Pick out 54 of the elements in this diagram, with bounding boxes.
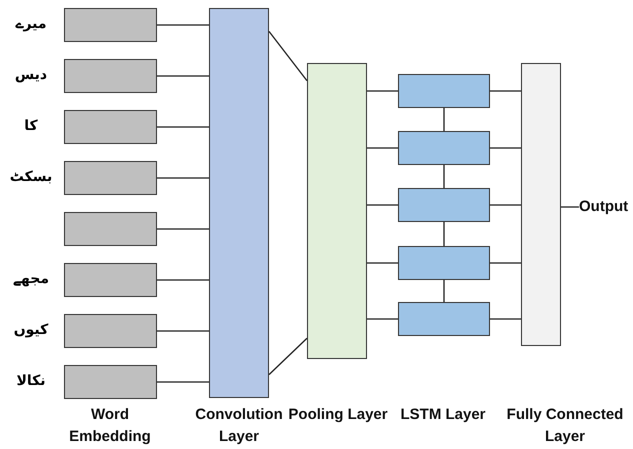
- word-label: کا: [23, 117, 39, 136]
- connector-line: [490, 262, 521, 264]
- connector-line: [157, 24, 209, 26]
- pooling-bar: [307, 63, 367, 359]
- layer-label: Pooling Layer: [288, 405, 388, 425]
- embedding-box: [64, 263, 157, 297]
- embedding-box: [64, 59, 157, 93]
- connector-line: [157, 279, 209, 281]
- connector-line: [367, 262, 398, 264]
- lstm-cell: [398, 131, 490, 165]
- connector-line: [367, 147, 398, 149]
- connector-line: [490, 318, 521, 320]
- connector-line: [157, 381, 209, 383]
- connector-line: [443, 108, 445, 131]
- word-label: کیوں: [12, 321, 50, 340]
- connector-line: [443, 165, 445, 188]
- layer-label: Word Embedding: [68, 405, 152, 447]
- lstm-cell: [398, 188, 490, 222]
- word-label: میرے: [14, 15, 48, 34]
- word-label: نکالا: [15, 372, 47, 391]
- connector-line: [490, 147, 521, 149]
- connector-line: [367, 318, 398, 320]
- lstm-cell: [398, 302, 490, 336]
- embedding-box: [64, 314, 157, 348]
- connector-line: [157, 177, 209, 179]
- layer-label: Fully Connected Layer: [506, 405, 624, 447]
- word-label: مجھے: [12, 270, 50, 289]
- embedding-box: [64, 161, 157, 195]
- connector-line: [157, 75, 209, 77]
- embedding-box: [64, 110, 157, 144]
- connector-line: [157, 228, 209, 230]
- connector-line: [490, 204, 521, 206]
- connector-line: [367, 90, 398, 92]
- convolution-bar: [209, 8, 269, 398]
- embedding-box: [64, 365, 157, 399]
- word-label: بسکٹ: [8, 168, 54, 187]
- fully-connected-bar: [521, 63, 561, 346]
- connector-line: [490, 90, 521, 92]
- embedding-box: [64, 8, 157, 42]
- output-label: Output: [579, 196, 633, 218]
- connector-line: [443, 280, 445, 302]
- connector-line: [268, 31, 308, 82]
- connector-line: [157, 126, 209, 128]
- layer-label: LSTM Layer: [399, 405, 487, 425]
- connector-line: [367, 204, 398, 206]
- lstm-cell: [398, 74, 490, 108]
- connector-line: [443, 222, 445, 246]
- layer-label: Convolution Layer: [194, 405, 284, 447]
- embedding-box: [64, 212, 157, 246]
- connector-line: [157, 330, 209, 332]
- connector-line: [561, 206, 579, 208]
- lstm-cell: [398, 246, 490, 280]
- word-label: دیس: [14, 66, 48, 85]
- connector-line: [268, 338, 308, 376]
